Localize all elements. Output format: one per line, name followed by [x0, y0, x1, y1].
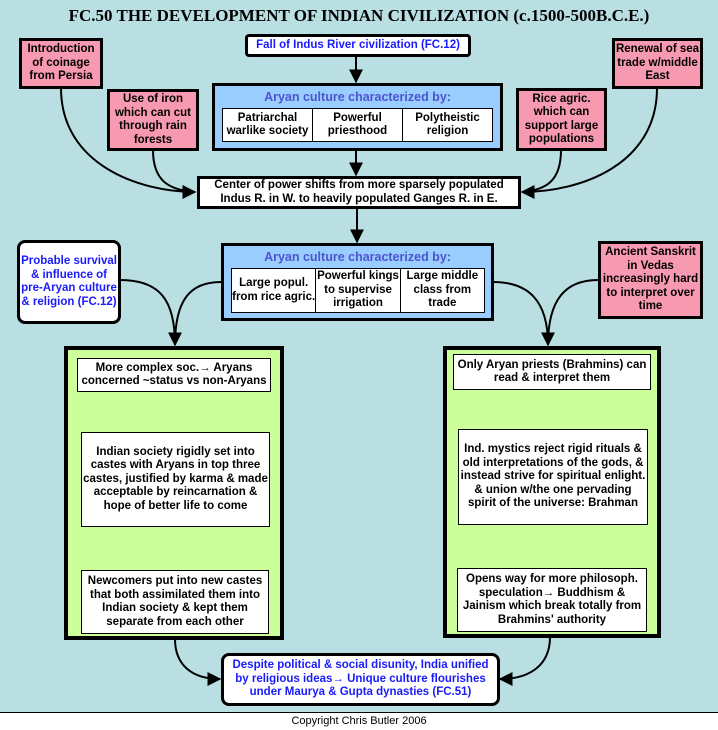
arrow-aryan2-to-right [492, 281, 555, 347]
trait-cell: Powerful kings to supervise irrigation [315, 269, 399, 312]
left-step-3: Newcomers put into new castes that both … [81, 570, 269, 634]
copyright-footer: Copyright Chris Butler 2006 [291, 715, 427, 727]
aryan-culture-box-2: Aryan culture characterized by: Large po… [221, 243, 494, 321]
center-of-power-box: Center of power shifts from more sparsel… [197, 176, 521, 209]
aryan-culture-traits: Large popul. from rice agric. Powerful k… [231, 268, 485, 313]
trait-cell: Powerful priesthood [312, 109, 402, 141]
iron-box: Use of iron which can cut through rain f… [107, 89, 199, 151]
arrow-renewal-to-center [520, 87, 658, 199]
arrow-coinage-to-center [60, 87, 197, 199]
arrow-rice-to-center [521, 149, 562, 193]
right-step-1: Only Aryan priests (Brahmins) can read &… [453, 354, 651, 390]
arrow-right-to-conclusion [498, 636, 551, 686]
trait-cell: Large popul. from rice agric. [232, 277, 316, 303]
trait-cell: Patriarchal warlike society [226, 111, 309, 138]
renewal-sea-trade-box: Renewal of sea trade w/middle East [612, 38, 703, 89]
arrow-sanskrit-to-right [547, 279, 599, 346]
coinage-box: Introduction of coinage from Persia [19, 38, 103, 89]
arrow-iron-to-center [152, 149, 196, 193]
left-step-1: More complex soc.→ Aryans concerned ~sta… [77, 358, 271, 392]
aryan-culture-box-1: Aryan culture characterized by: Patriarc… [212, 83, 503, 151]
probable-survival-link[interactable]: Probable survival & influence of pre-Ary… [17, 240, 121, 324]
arrow-aryan2-to-left [174, 281, 222, 346]
arrow-left-to-conclusion [174, 638, 222, 686]
conclusion-link[interactable]: Despite political & social disunity, Ind… [221, 653, 500, 706]
sanskrit-box: Ancient Sanskrit in Vedas increasingly h… [598, 241, 703, 319]
trait-cell: Polytheistic religion [402, 109, 492, 141]
right-step-3: Opens way for more philosoph. speculatio… [457, 568, 647, 632]
rice-agric-box: Rice agric. which can support large popu… [516, 88, 607, 151]
left-step-2: Indian society rigidly set into castes w… [81, 432, 270, 527]
aryan-culture-traits: Patriarchal warlike society Powerful pri… [222, 108, 493, 142]
aryan-culture-heading: Aryan culture characterized by: [264, 90, 451, 104]
trait-cell: Large middle class from trade [399, 269, 484, 312]
arrow-probable-to-left [119, 279, 182, 347]
fall-of-indus-link[interactable]: Fall of Indus River civilization (FC.12) [245, 34, 471, 57]
aryan-culture-heading: Aryan culture characterized by: [264, 250, 451, 264]
page-title: FC.50 THE DEVELOPMENT OF INDIAN CIVILIZA… [68, 6, 650, 25]
right-step-2: Ind. mystics reject rigid rituals & old … [458, 429, 648, 525]
